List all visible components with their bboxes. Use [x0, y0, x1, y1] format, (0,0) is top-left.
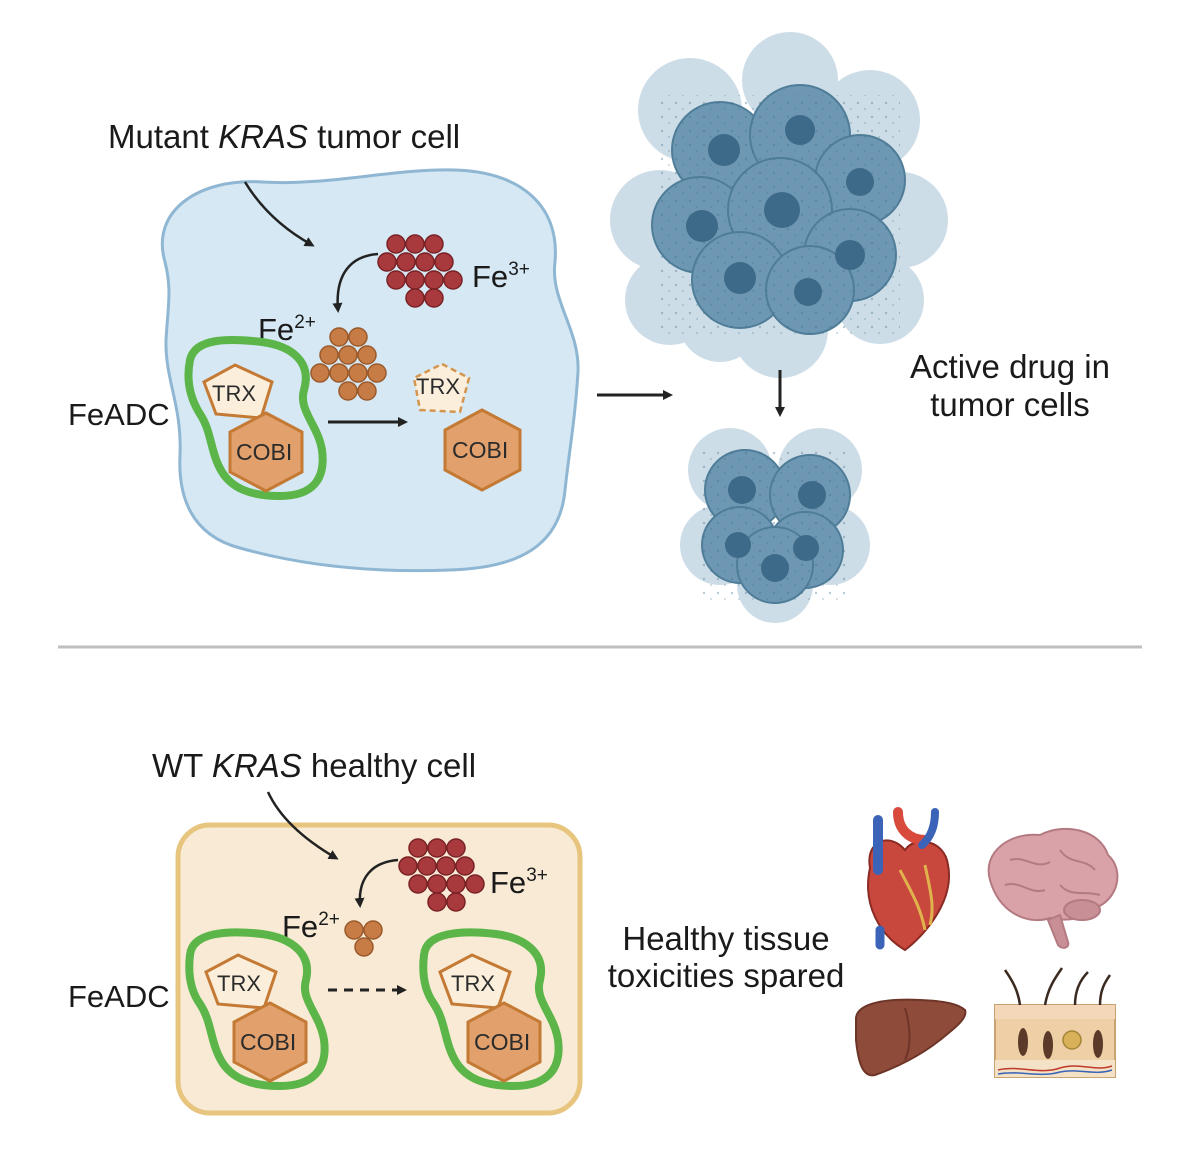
tumor-outcome-line2: tumor cells — [930, 386, 1090, 423]
trx-label-top: TRX — [212, 381, 256, 406]
fe2-label-bottom: Fe2+ — [282, 909, 340, 944]
feadc-label-bottom: FeADC — [68, 979, 170, 1014]
tumor-cell-title: Mutant KRAS tumor cell — [108, 118, 460, 155]
cobi-hexagon-top — [228, 411, 304, 493]
cobi-released — [443, 408, 522, 492]
trx-pentagon-bottom-left — [204, 953, 278, 1010]
cobi-released-label: COBI — [452, 437, 508, 463]
trx-pentagon-bottom-right — [438, 953, 512, 1010]
trx-released — [412, 362, 471, 414]
trx-pentagon-top — [202, 363, 274, 420]
skin-icon — [994, 967, 1116, 1078]
cobi-hexagon-bottom-left — [232, 1001, 308, 1083]
feadc-ring-top — [184, 335, 327, 501]
tumor-outcome-line1: Active drug in — [910, 348, 1110, 385]
feadc-ring-bottom-right — [419, 928, 563, 1091]
cobi-hexagon-bottom-right — [466, 1001, 542, 1083]
trx-released-label: TRX — [416, 374, 460, 399]
feadc-label-top: FeADC — [68, 397, 170, 432]
healthy-cell-title: WT KRAS healthy cell — [152, 747, 476, 784]
reduction-arrow-bottom — [354, 858, 399, 908]
title-pointer-arrow-bottom — [266, 791, 339, 860]
healthy-outcome-line2: toxicities spared — [608, 957, 845, 994]
fe3-cluster — [377, 234, 463, 308]
cobi-label-bottom-left: COBI — [240, 1029, 296, 1055]
feadc-ring-bottom-left — [185, 928, 329, 1091]
title-pointer-arrow — [243, 181, 315, 247]
liver-icon — [854, 998, 967, 1077]
bottom-panel: WT KRAS healthy cell Fe3+ Fe2+ FeADC TRX… — [68, 747, 1119, 1116]
trx-label-bottom-right: TRX — [451, 971, 495, 996]
fe2-cluster-bottom — [344, 920, 383, 957]
brain-icon — [987, 827, 1119, 949]
reduction-arrow — [332, 252, 379, 313]
fe3-label: Fe3+ — [472, 259, 530, 294]
healthy-outcome-line1: Healthy tissue — [622, 920, 829, 957]
tumor-mass-large — [610, 32, 948, 378]
heart-icon — [867, 807, 951, 952]
top-panel: Mutant KRAS tumor cell Fe3+ Fe2+ FeADC T… — [68, 32, 1110, 623]
fe3-cluster-bottom — [398, 838, 485, 912]
fe3-label-bottom: Fe3+ — [490, 865, 548, 900]
cobi-label-top: COBI — [236, 439, 292, 465]
fe2-cluster — [310, 327, 387, 401]
trx-label-bottom-left: TRX — [217, 971, 261, 996]
tumor-mass-small — [680, 428, 870, 623]
cobi-label-bottom-right: COBI — [474, 1029, 530, 1055]
